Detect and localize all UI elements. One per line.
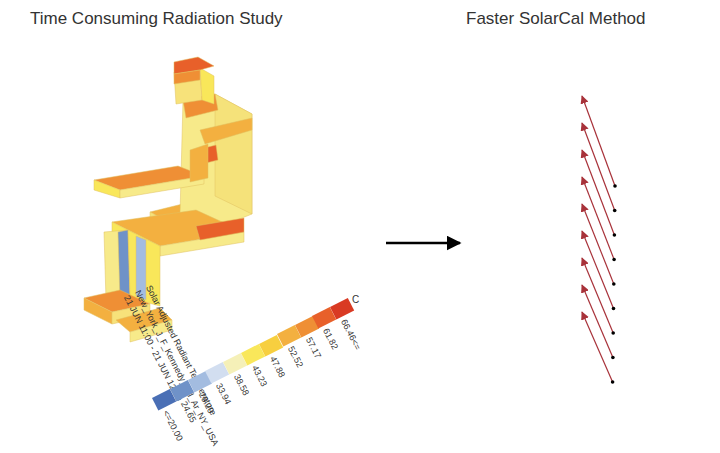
legend-value: 33.94 — [214, 382, 233, 407]
legend-value: 52.52 — [285, 345, 304, 370]
unit-label: C — [352, 294, 359, 305]
vector-origin — [611, 331, 615, 335]
vector-origin — [612, 307, 616, 311]
seated-figure — [84, 57, 252, 342]
legend-value: <=20.00 — [160, 409, 184, 443]
vector-arrow — [582, 150, 614, 235]
legend-swatch — [330, 298, 354, 320]
legend-value: 66.46<= — [338, 318, 362, 352]
legend-value: 47.88 — [267, 355, 286, 380]
panel-title: Faster SolarCal Method — [466, 10, 646, 29]
vector-arrow — [582, 96, 615, 186]
vector-origin — [612, 258, 616, 262]
vector-origin — [611, 356, 615, 360]
vector-arrow — [582, 123, 615, 211]
legend-value: 38.58 — [231, 373, 250, 398]
vector-origin — [613, 184, 617, 188]
flow-arrow — [386, 242, 460, 245]
vector-arrow — [582, 312, 613, 382]
legend-value: 57.17 — [303, 336, 322, 361]
legend-value: 43.23 — [249, 364, 268, 389]
vector-origin — [612, 282, 616, 286]
panel-title: Time Consuming Radiation Study — [30, 10, 283, 29]
vector-origin — [613, 209, 617, 213]
solar-vectors — [582, 96, 617, 384]
vector-origin — [613, 233, 617, 237]
vector-origin — [611, 380, 615, 384]
legend-value: 61.82 — [321, 327, 340, 352]
vector-arrow — [582, 177, 614, 260]
